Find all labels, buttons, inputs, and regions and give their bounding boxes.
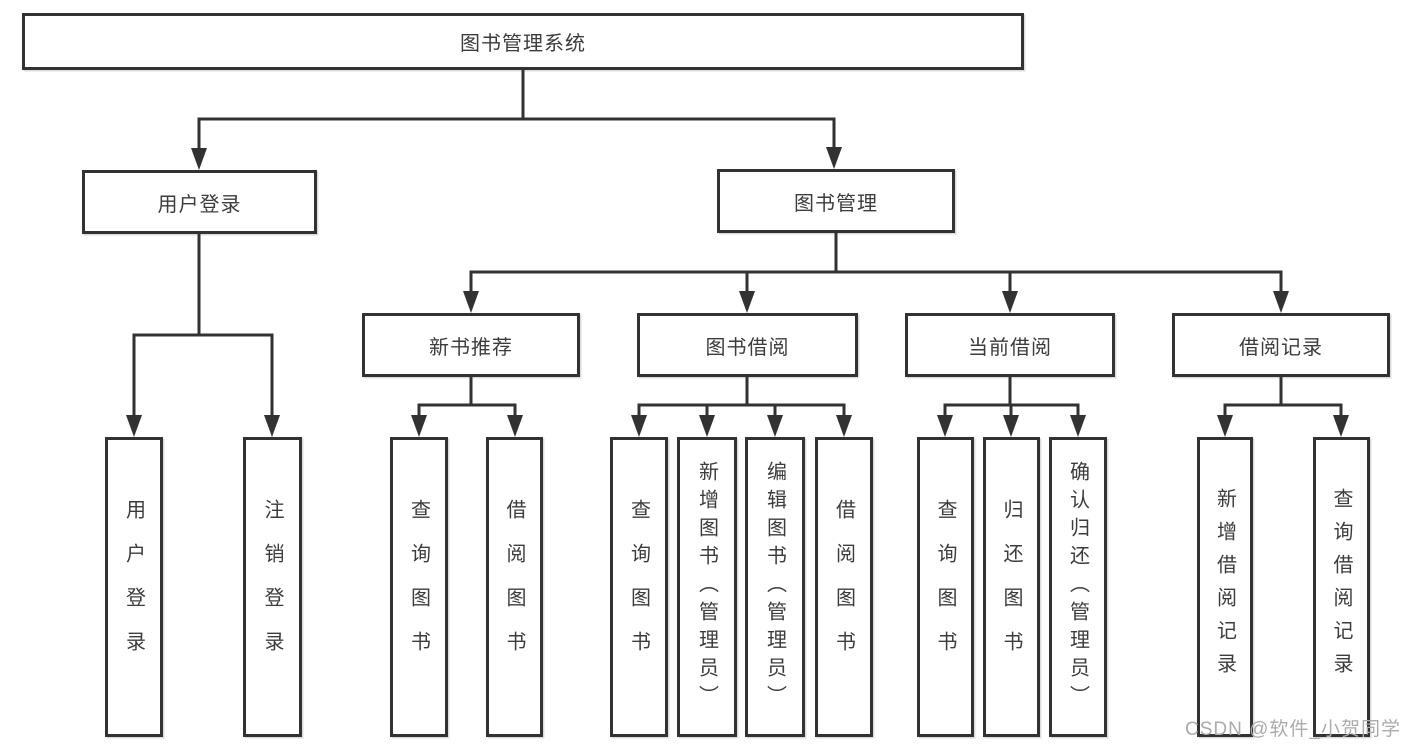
leaf-borrow-books-borrow-label: 借阅图书 <box>832 499 855 675</box>
leaf-query-books-current: 查询图书 <box>917 437 974 737</box>
leaf-return-books: 归还图书 <box>983 437 1040 737</box>
node-new-book-recommend-label: 新书推荐 <box>429 336 513 359</box>
node-borrowing-records: 借阅记录 <box>1172 313 1390 377</box>
leaf-user-login: 用户登录 <box>105 437 163 737</box>
node-user-login-label: 用户登录 <box>157 193 242 216</box>
leaf-return-books-label: 归还图书 <box>1000 499 1022 675</box>
leaf-add-borrow-record: 新增借阅记录 <box>1197 437 1253 737</box>
node-borrowing-records-label: 借阅记录 <box>1239 336 1323 359</box>
leaf-confirm-return-admin-label: 确认归还（管理员） <box>1066 461 1089 713</box>
leaf-query-books-newbooks: 查询图书 <box>390 437 448 737</box>
leaf-query-books-borrow: 查询图书 <box>610 437 668 737</box>
arrowheads <box>126 147 1349 437</box>
leaf-logout-label: 注销登录 <box>261 499 283 675</box>
node-book-borrowing-label: 图书借阅 <box>705 336 790 359</box>
node-book-management: 图书管理 <box>717 169 955 233</box>
leaf-query-books-newbooks-label: 查询图书 <box>407 499 430 675</box>
leaf-query-borrow-record: 查询借阅记录 <box>1313 437 1370 737</box>
leaf-edit-books-admin-label: 编辑图书（管理员） <box>763 461 786 713</box>
leaf-add-books-admin-label: 新增图书（管理员） <box>695 461 718 713</box>
leaf-logout: 注销登录 <box>243 437 302 737</box>
leaf-add-borrow-record-label: 新增借阅记录 <box>1213 488 1236 686</box>
leaf-query-borrow-record-label: 查询借阅记录 <box>1330 488 1352 686</box>
node-root-label: 图书管理系统 <box>460 33 586 55</box>
node-current-borrowing: 当前借阅 <box>905 313 1115 377</box>
leaf-edit-books-admin: 编辑图书（管理员） <box>745 437 805 737</box>
node-new-book-recommend: 新书推荐 <box>362 313 580 377</box>
leaf-query-books-borrow-label: 查询图书 <box>627 499 650 675</box>
leaf-borrow-books-newbooks-label: 借阅图书 <box>503 499 525 675</box>
node-current-borrowing-label: 当前借阅 <box>968 336 1052 359</box>
leaf-borrow-books-borrow: 借阅图书 <box>815 437 873 737</box>
leaf-borrow-books-newbooks: 借阅图书 <box>486 437 543 737</box>
leaf-add-books-admin: 新增图书（管理员） <box>677 437 737 737</box>
node-root-system: 图书管理系统 <box>22 13 1024 70</box>
leaf-user-login-label: 用户登录 <box>122 499 145 675</box>
leaf-confirm-return-admin: 确认归还（管理员） <box>1049 437 1107 737</box>
node-user-login: 用户登录 <box>82 170 317 234</box>
node-book-borrowing: 图书借阅 <box>637 313 858 377</box>
node-book-management-label: 图书管理 <box>794 192 878 215</box>
leaf-query-books-current-label: 查询图书 <box>934 499 956 675</box>
